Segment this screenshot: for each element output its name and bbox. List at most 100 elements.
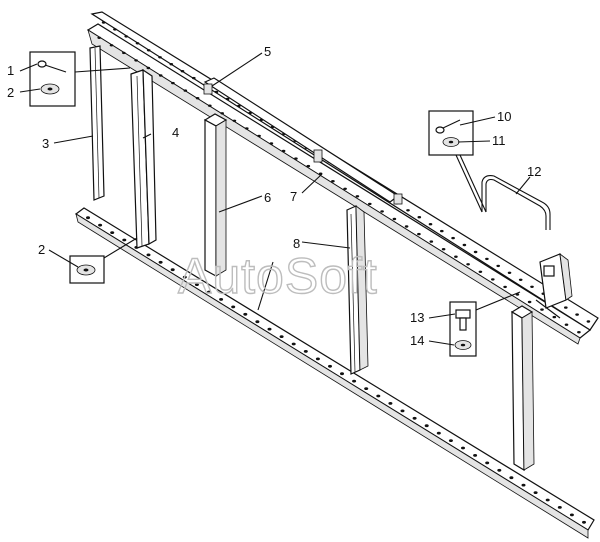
rail-hole [417, 216, 422, 219]
rail-hole [380, 210, 384, 213]
rail-hole [564, 306, 568, 309]
rail-hole [328, 364, 332, 368]
rail-hole [208, 104, 212, 107]
rail-hole [575, 313, 579, 316]
lower-rail-holes [86, 216, 586, 524]
rail-hole [436, 431, 441, 435]
rail-hole [388, 402, 393, 405]
callout-13: 13 [410, 310, 424, 325]
rail-hole [109, 44, 114, 47]
callout-1: 1 [7, 63, 14, 78]
rail-hole [392, 217, 397, 221]
rail-hole [243, 312, 248, 316]
rail-hole [340, 372, 344, 376]
inset-box-10-11 [428, 110, 487, 213]
rail-hole [376, 394, 381, 398]
rail-hole [497, 468, 502, 472]
rail-hole [400, 409, 405, 413]
inset-box-2 [69, 237, 138, 284]
rail-hole [158, 260, 163, 264]
rail-hole [257, 134, 261, 138]
rail-hole [255, 320, 260, 324]
rail-hole [315, 357, 320, 361]
part-8-post [346, 205, 369, 375]
rail-hole [557, 506, 562, 509]
rail-hole [183, 89, 188, 92]
rail-hole [207, 290, 211, 294]
rail-hole [267, 327, 272, 331]
rail-hole [424, 424, 429, 428]
rail-hole [237, 104, 241, 108]
rail-hole [448, 439, 453, 442]
inset-box-13-14 [449, 291, 521, 357]
right-tube-post [510, 305, 535, 472]
rail-hole [245, 127, 249, 130]
rail-hole [124, 35, 128, 38]
rail-hole [586, 320, 591, 323]
rail-hole [279, 335, 284, 338]
rail-hole [509, 476, 514, 480]
rail-hole [146, 253, 151, 257]
bolt-1 [37, 60, 67, 73]
rail-hole [331, 180, 335, 183]
rail-hole [569, 513, 574, 517]
rail-hole [429, 240, 434, 243]
rail-hole [171, 81, 175, 85]
rail-hole [294, 157, 298, 160]
bolt-13 [455, 309, 471, 331]
rail-hole [406, 209, 410, 212]
rail-hole [503, 285, 507, 289]
rail-hole [158, 56, 162, 59]
callout-6: 6 [264, 190, 271, 205]
rail-hole [577, 331, 581, 334]
rail-hole [518, 278, 523, 281]
rail-hole [485, 257, 489, 261]
callout-12: 12 [527, 164, 541, 179]
rail-hole [412, 416, 417, 420]
rail-hole [496, 264, 501, 268]
rail-hole [404, 225, 409, 228]
callout-8: 8 [293, 236, 300, 251]
rail-hole [98, 223, 103, 227]
rail-hole [180, 70, 185, 73]
rail-hole [220, 112, 224, 115]
lower-rail [74, 207, 595, 539]
callout-2-upper: 2 [7, 85, 14, 100]
callout-labels: 1 2 3 4 5 6 7 2 8 10 11 12 13 14 [7, 44, 541, 348]
rail-hole [135, 42, 140, 45]
callout-4: 4 [172, 125, 179, 140]
rail-hole [507, 271, 512, 274]
rail-hole [454, 255, 458, 258]
washer-2 [40, 83, 60, 95]
callout-14: 14 [410, 333, 424, 348]
bolt-10 [435, 119, 461, 134]
rail-hole [564, 323, 569, 326]
rail-hole [86, 216, 90, 220]
rail-hole [582, 520, 586, 524]
rail-hole [269, 142, 274, 145]
rail-hole [170, 268, 175, 272]
part-5-bar [203, 77, 403, 205]
rail-hole [491, 278, 495, 281]
rail-hole [530, 285, 534, 288]
rail-hole [122, 238, 127, 242]
rail-hole [473, 454, 478, 457]
rail-hole [146, 49, 151, 52]
rail-hole [466, 263, 470, 266]
rail-hole [485, 461, 490, 465]
rail-hole [533, 491, 538, 494]
rail-hole [110, 231, 115, 235]
rail-hole [527, 300, 532, 304]
callout-5: 5 [264, 44, 271, 59]
rail-hole [146, 66, 151, 70]
end-bracket [535, 253, 573, 319]
rail-hole [368, 202, 372, 206]
washer-11 [442, 137, 460, 147]
rail-hole [440, 229, 444, 233]
rail-hole [97, 36, 101, 39]
part-6-post [203, 113, 228, 278]
rail-hole [281, 149, 286, 153]
rail-hole [134, 59, 138, 62]
part-3-strip [89, 45, 105, 201]
rail-hole [364, 387, 369, 390]
